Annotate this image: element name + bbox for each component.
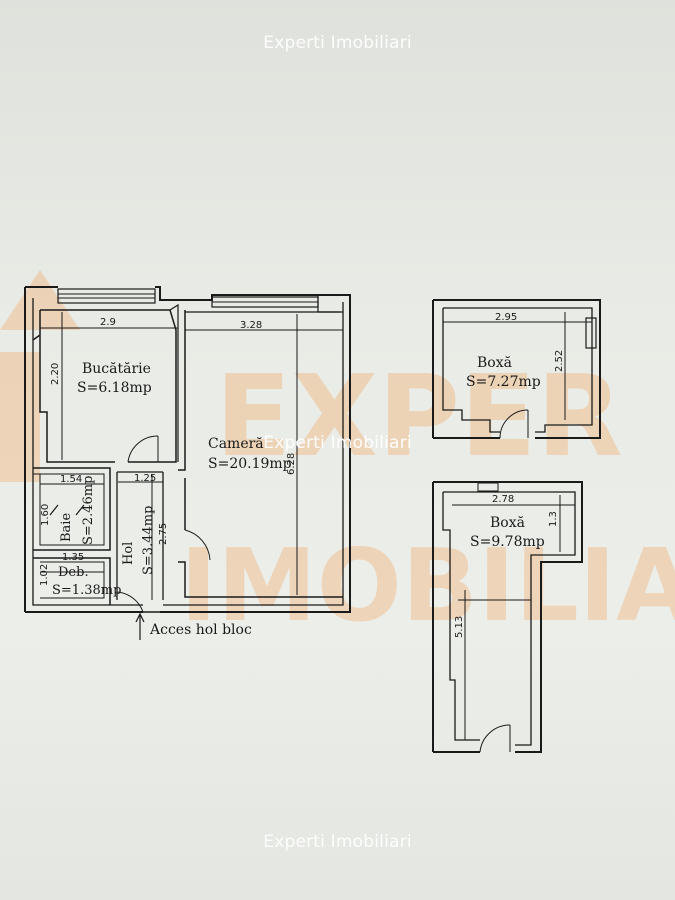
storage-name: Deb. [58,565,89,580]
storage-height-dim: 1.02 [39,564,50,586]
box1-height-dim: 2.52 [554,350,565,372]
box1-area: S=7.27mp [466,374,541,390]
kitchen-area: S=6.18mp [77,380,152,396]
storage-area: S=1.38mp [52,583,121,598]
box1-width-dim: 2.95 [495,312,517,323]
hall-height-dim: 2.75 [158,523,169,545]
entrance-label: Acces hol bloc [149,622,252,638]
apartment-dim-lines [39,312,343,600]
watermark-logo-line1: EXPER [215,352,623,482]
hall-width-dim: 1.25 [134,473,156,484]
apartment-plan [24,286,351,640]
box2-height2-dim: 5.13 [454,616,465,638]
hall-area: S=3.44mp [141,506,156,575]
box1-plan [432,299,601,439]
hall-name: Hol [121,542,136,565]
watermark-logo: EXPER IMOBILIA [0,270,675,644]
box2-height-dim: 1.3 [548,511,559,527]
box2-plan [432,481,583,753]
bath-area: S=2.46mp [81,476,96,545]
room-width-dim: 3.28 [240,320,262,331]
bath-height-dim: 1.60 [40,504,51,526]
storage-width-dim: 1.35 [62,552,84,563]
box2-area: S=9.78mp [470,534,545,550]
room-height-dim: 6.28 [286,453,297,475]
kitchen-width-dim: 2.9 [100,317,116,328]
bath-width-dim: 1.54 [60,474,82,485]
box1-name: Boxă [477,355,512,371]
box2-width-dim: 2.78 [492,494,514,505]
watermark-center: Experti Imobiliari [263,433,412,453]
kitchen-height-dim: 2.20 [50,363,61,385]
watermark-top: Experti Imobiliari [263,33,412,53]
room-area: S=20.19mp [208,456,292,472]
watermark-logo-line2: IMOBILIA [180,527,675,644]
room-name: Cameră [208,436,264,452]
watermark-bottom: Experti Imobiliari [263,832,412,852]
box2-name: Boxă [490,515,525,531]
bath-name: Baie [59,513,74,542]
kitchen-name: Bucătărie [82,361,151,377]
